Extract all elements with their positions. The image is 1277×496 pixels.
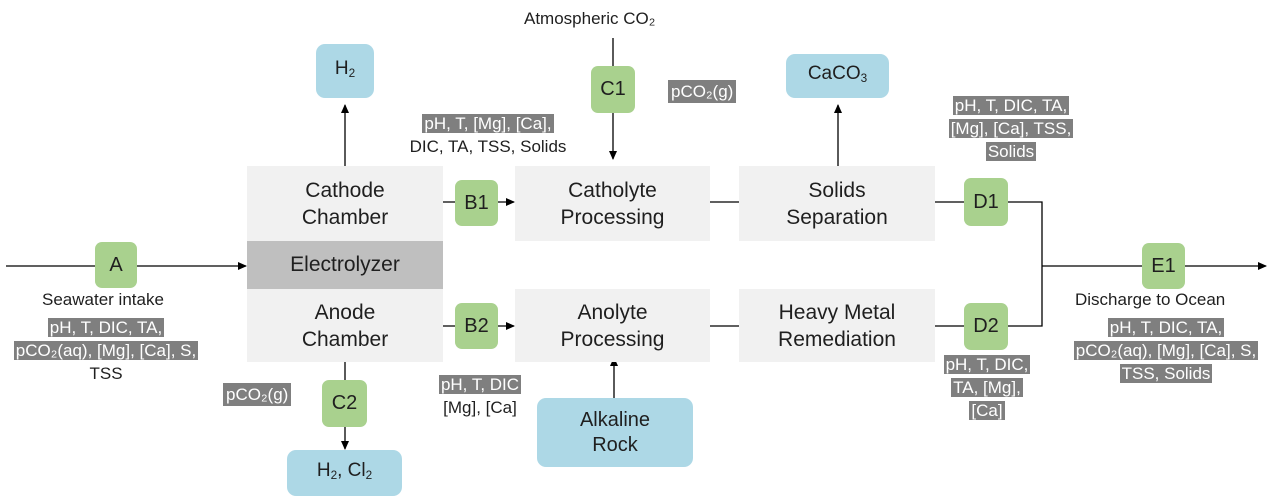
b2-meas-line2: [Mg], [Ca] xyxy=(443,398,517,417)
node-d2-label: D2 xyxy=(973,315,999,337)
alkaline-rock-line2: Rock xyxy=(592,433,638,456)
node-b1[interactable]: B1 xyxy=(455,180,498,226)
intake-meas-line1: pH, T, DIC, TA, xyxy=(47,318,165,337)
discharge-measurements: pH, T, DIC, TA, pCO₂(aq), [Mg], [Ca], S,… xyxy=(1058,316,1274,385)
node-b2[interactable]: B2 xyxy=(455,303,498,349)
catholyte-line2: Processing xyxy=(560,205,665,229)
caco3-label: CaCO3 xyxy=(807,63,868,85)
catholyte-processing: Catholyte Processing xyxy=(515,166,710,241)
anolyte-line2: Processing xyxy=(560,327,665,351)
d2-meas-line3: [Ca] xyxy=(969,401,1005,420)
d2-measurements: pH, T, DIC, TA, [Mg], [Ca] xyxy=(932,353,1042,422)
solids-line1: Solids xyxy=(808,178,866,202)
node-c1-label: C1 xyxy=(600,78,626,100)
b2-measurements: pH, T, DIC [Mg], [Ca] xyxy=(420,373,540,419)
node-a[interactable]: A xyxy=(95,242,137,288)
heavy-metal-line2: Remediation xyxy=(778,327,896,351)
intake-measurements: pH, T, DIC, TA, pCO₂(aq), [Mg], [Ca], S,… xyxy=(0,316,212,385)
d1-meas-line3: Solids xyxy=(985,142,1037,161)
d1-meas-line2: [Mg], [Ca], TSS, xyxy=(948,119,1074,138)
d2-meas-line1: pH, T, DIC, xyxy=(943,355,1031,374)
h2-product: H2 xyxy=(316,44,374,98)
node-b2-label: B2 xyxy=(464,314,489,337)
node-e1[interactable]: E1 xyxy=(1142,243,1185,289)
cathode-chamber-line2: Chamber xyxy=(301,205,389,229)
pco2g-c1-tag: pCO₂(g) xyxy=(668,80,737,103)
cathode-chamber-line1: Cathode xyxy=(305,178,385,202)
heavy-metal-line1: Heavy Metal xyxy=(778,300,896,324)
node-d2[interactable]: D2 xyxy=(964,303,1008,350)
h2-cl2-product: H2, Cl2 xyxy=(287,450,402,496)
atmospheric-co2-label: Atmospheric CO₂ xyxy=(524,9,656,28)
pco2g-c2-tag: pCO₂(g) xyxy=(223,383,292,406)
d2-meas-line2: TA, [Mg], xyxy=(951,378,1023,397)
discharge-meas-line1: pH, T, DIC, TA, xyxy=(1107,318,1225,337)
alkaline-rock-line1: Alkaline xyxy=(579,408,651,431)
anolyte-line1: Anolyte xyxy=(577,300,648,324)
b2-meas-line1: pH, T, DIC xyxy=(438,375,522,394)
d1-meas-line1: pH, T, DIC, TA, xyxy=(952,96,1070,115)
discharge-meas-line3: TSS, Solids xyxy=(1119,364,1213,383)
anode-chamber-line1: Anode xyxy=(314,300,376,324)
seawater-intake-label: Seawater intake xyxy=(42,290,164,309)
intake-meas-line2: pCO₂(aq), [Mg], [Ca], S, xyxy=(13,341,199,360)
anode-chamber-line2: Chamber xyxy=(301,327,389,351)
anolyte-processing: Anolyte Processing xyxy=(515,289,710,362)
heavy-metal-remediation: Heavy Metal Remediation xyxy=(739,289,935,362)
alkaline-rock-product: Alkaline Rock xyxy=(537,398,693,467)
h2-label: H2 xyxy=(334,58,356,80)
node-d1[interactable]: D1 xyxy=(964,178,1008,226)
b1-meas-line2: DIC, TA, TSS, Solids xyxy=(409,137,567,156)
solids-line2: Separation xyxy=(786,205,888,229)
node-c1[interactable]: C1 xyxy=(591,66,635,113)
node-b1-label: B1 xyxy=(464,191,489,214)
electrolyzer: Electrolyzer xyxy=(247,241,443,289)
h2-cl2-label: H2, Cl2 xyxy=(316,460,373,482)
node-e1-label: E1 xyxy=(1151,254,1176,277)
node-d1-label: D1 xyxy=(973,190,999,213)
discharge-label: Discharge to Ocean xyxy=(1075,290,1226,309)
solids-separation: Solids Separation xyxy=(739,166,935,241)
d1-measurements: pH, T, DIC, TA, [Mg], [Ca], TSS, Solids xyxy=(936,94,1086,163)
cathode-chamber: Cathode Chamber xyxy=(247,166,443,241)
caco3-product: CaCO3 xyxy=(786,54,889,98)
b1-measurements: pH, T, [Mg], [Ca], DIC, TA, TSS, Solids xyxy=(388,112,588,158)
catholyte-line1: Catholyte xyxy=(568,178,657,202)
anode-chamber: Anode Chamber xyxy=(247,289,443,362)
discharge-meas-line2: pCO₂(aq), [Mg], [Ca], S, xyxy=(1073,341,1259,360)
node-c2[interactable]: C2 xyxy=(322,380,367,427)
intake-meas-line3: TSS xyxy=(89,364,123,383)
node-c2-label: C2 xyxy=(331,392,358,414)
node-a-label: A xyxy=(109,253,123,276)
electrolyzer-label: Electrolyzer xyxy=(290,253,400,276)
b1-meas-line1: pH, T, [Mg], [Ca], xyxy=(422,114,554,133)
